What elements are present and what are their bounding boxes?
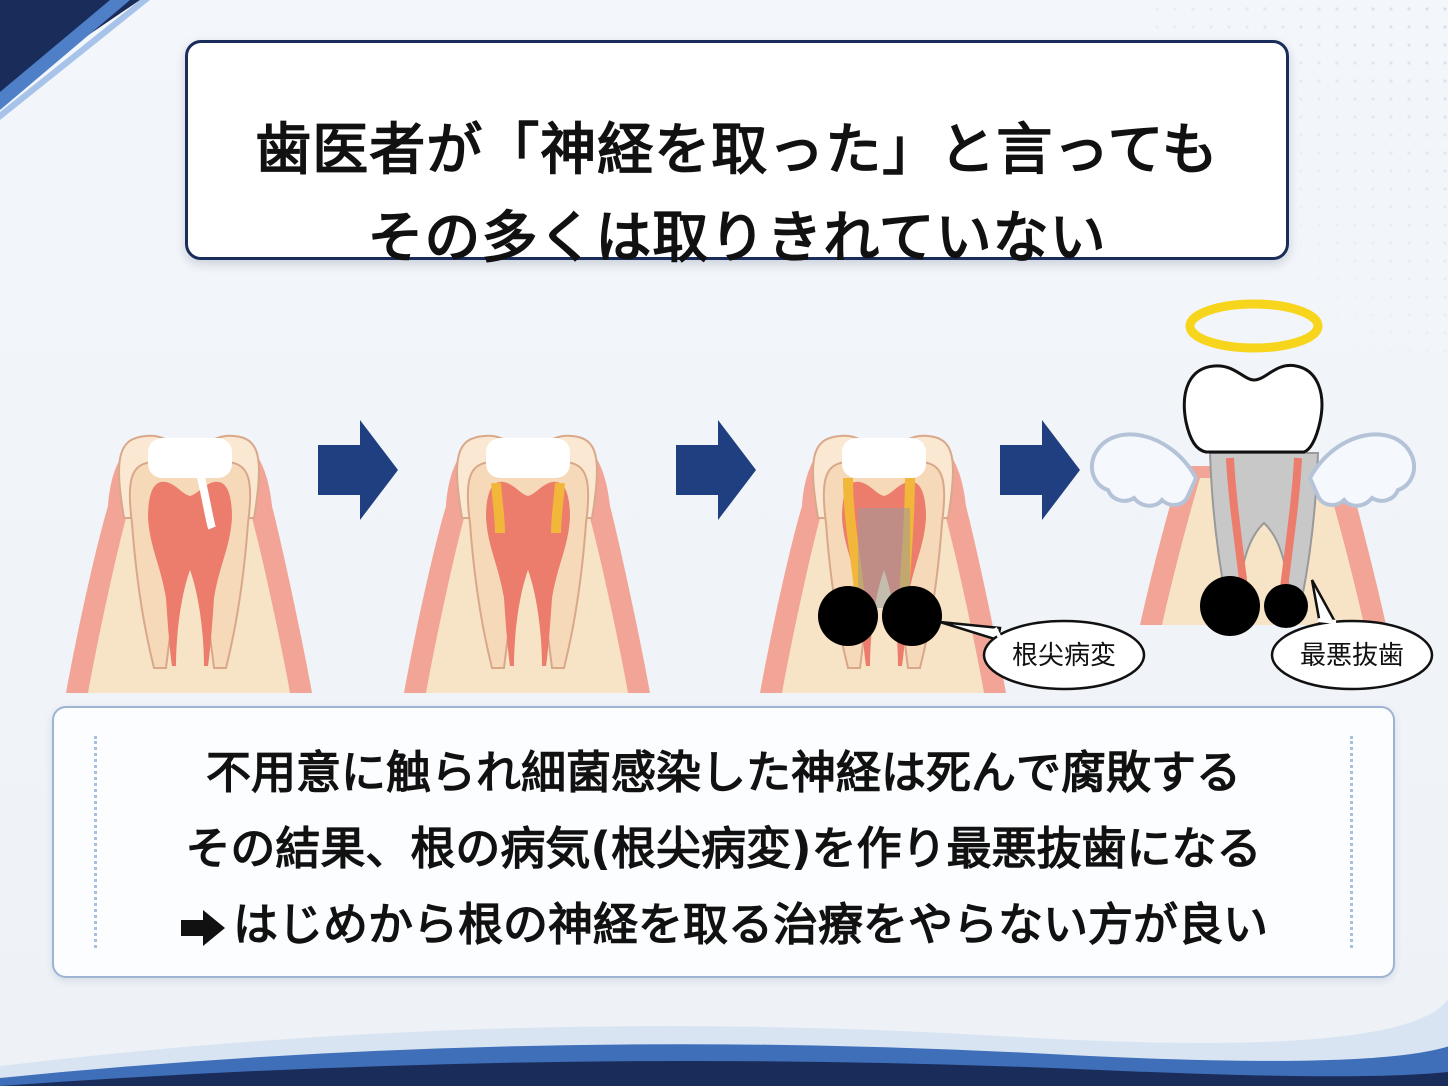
label-worst-extraction: 最悪抜歯 xyxy=(1300,641,1404,671)
dotted-divider xyxy=(94,736,97,948)
arrow-right-icon xyxy=(180,910,225,946)
tooth-extracted xyxy=(1140,452,1386,636)
tooth-infected xyxy=(403,434,651,694)
crown xyxy=(1182,363,1324,454)
arrow-right-icon xyxy=(1000,420,1080,520)
summary-line-3-text: はじめから根の神経を取る治療をやらない方が良い xyxy=(232,898,1268,951)
bottom-wave-decoration xyxy=(0,966,1448,1086)
summary-line-3: はじめから根の神経を取る治療をやらない方が良い xyxy=(54,888,1393,953)
tooth-lesion xyxy=(759,434,1007,694)
corner-decoration xyxy=(0,0,150,120)
dotted-divider xyxy=(1350,736,1353,948)
title-box: 歯医者が「神経を取った」と言っても その多くは取りきれていない xyxy=(185,40,1289,271)
summary-line-2: その結果、根の病気(根尖病変)を作り最悪抜歯になる xyxy=(185,822,1262,875)
summary-box: 不用意に触られ細菌感染した神経は死んで腐敗する その結果、根の病気(根尖病変)を… xyxy=(52,706,1395,978)
arrow-right-icon xyxy=(676,420,756,520)
label-bubble-apical-lesion: 根尖病変 xyxy=(939,619,1146,691)
title-line-2: その多くは取りきれていない xyxy=(367,206,1107,271)
tooth-healthy xyxy=(65,434,313,694)
tooth-progression-diagram: 根尖病変 最悪抜歯 xyxy=(65,299,1434,694)
arrow-right-icon xyxy=(318,420,398,520)
label-apical-lesion: 根尖病変 xyxy=(1012,641,1116,671)
wing-right-icon xyxy=(1307,432,1417,508)
title-line-1: 歯医者が「神経を取った」と言っても xyxy=(255,118,1219,183)
label-bubble-worst-extraction: 最悪抜歯 xyxy=(1270,579,1434,691)
wing-left-icon xyxy=(1089,432,1199,508)
summary-line-1: 不用意に触られ細菌感染した神経は死んで腐敗する xyxy=(205,746,1241,799)
halo-icon xyxy=(1185,299,1323,353)
